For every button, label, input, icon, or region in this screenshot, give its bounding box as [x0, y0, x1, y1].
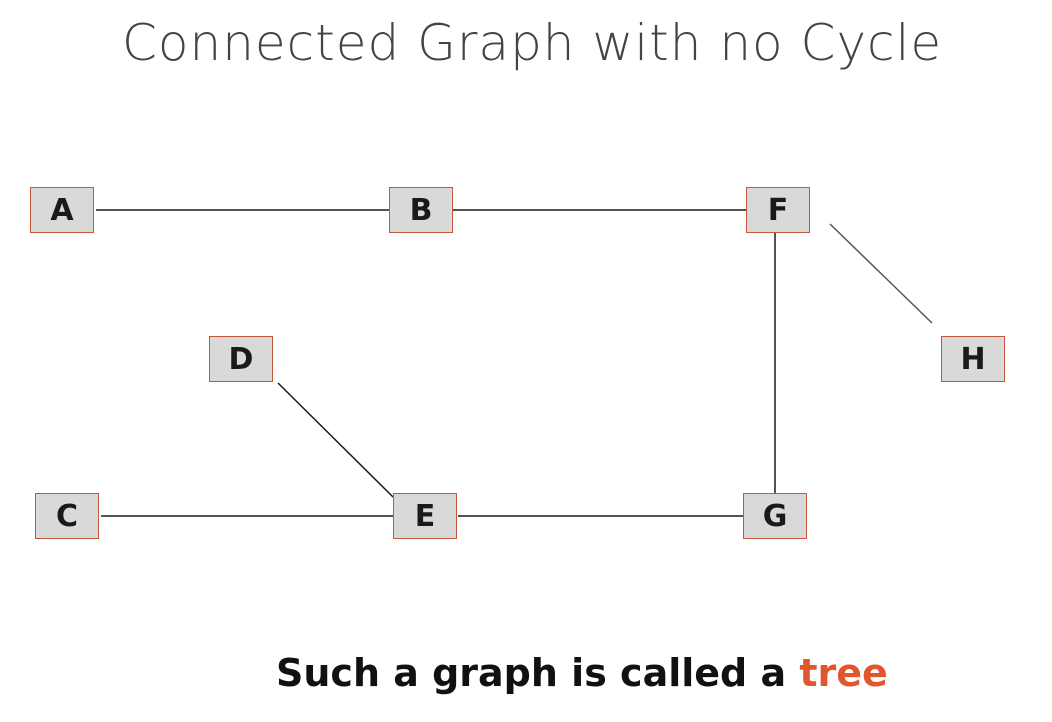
node-e: E [393, 493, 457, 539]
edge-f-h [829, 223, 933, 324]
node-c: C [35, 493, 99, 539]
caption-text: Such a graph is called a [276, 651, 800, 695]
slide-title: Connected Graph with no Cycle [122, 14, 943, 72]
node-b: B [389, 187, 453, 233]
edge-d-e [277, 382, 394, 498]
caption: Such a graph is called a tree [276, 645, 888, 701]
node-f: F [746, 187, 810, 233]
node-a: A [30, 187, 94, 233]
node-h: H [941, 336, 1005, 382]
node-g: G [743, 493, 807, 539]
node-d: D [209, 336, 273, 382]
caption-highlight: tree [799, 651, 888, 695]
